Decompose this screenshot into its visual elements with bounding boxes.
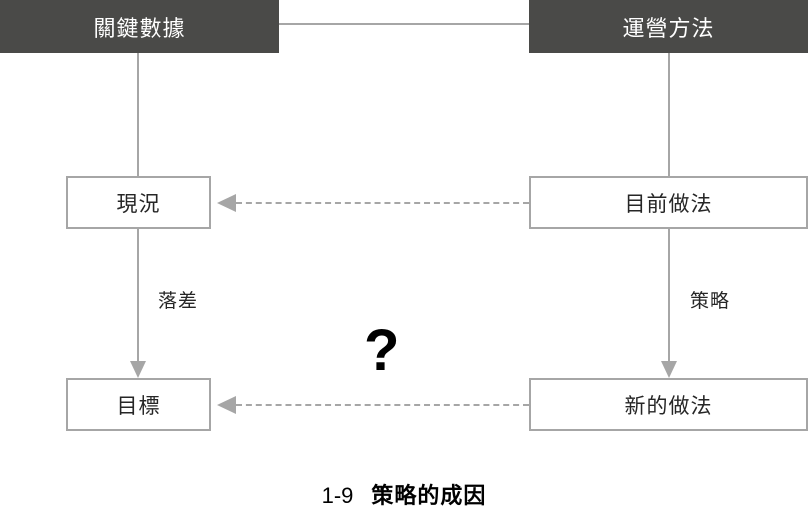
arrowhead-down-right-icon	[661, 361, 677, 378]
node-current-state-label: 現況	[116, 192, 161, 216]
figure-caption-title: 策略的成因	[371, 483, 487, 508]
header-box-key-data-label: 關鍵數據	[93, 15, 186, 41]
connector-dashed-new-practice-to-goal	[236, 404, 529, 406]
node-goal-label: 目標	[116, 394, 161, 418]
header-box-operating-method[interactable]: 運營方法	[529, 0, 808, 53]
node-current-practice[interactable]: 目前做法	[529, 176, 808, 229]
edge-label-gap: 落差	[158, 291, 199, 312]
connector-dashed-current-practice-to-current-state	[236, 202, 529, 204]
arrowhead-left-row2-icon	[217, 396, 236, 414]
connector-current-state-to-goal	[137, 229, 139, 361]
header-box-operating-method-label: 運營方法	[622, 15, 715, 41]
connector-header-bridge	[279, 23, 529, 25]
header-box-key-data[interactable]: 關鍵數據	[0, 0, 279, 53]
connector-right-header-to-current-practice	[668, 53, 670, 176]
connector-left-header-to-current-state	[137, 53, 139, 176]
question-mark-icon: ?	[364, 318, 400, 383]
node-goal[interactable]: 目標	[66, 378, 211, 431]
figure-caption: 1-9 策略的成因	[0, 478, 808, 510]
node-current-state[interactable]: 現況	[66, 176, 211, 229]
node-new-practice-label: 新的做法	[624, 394, 713, 418]
connector-current-practice-to-new-practice	[668, 229, 670, 361]
figure-caption-number: 1-9	[321, 483, 354, 508]
arrowhead-down-left-icon	[130, 361, 146, 378]
arrowhead-left-row1-icon	[217, 194, 236, 212]
node-new-practice[interactable]: 新的做法	[529, 378, 808, 431]
node-current-practice-label: 目前做法	[624, 192, 713, 216]
edge-label-strategy: 策略	[690, 291, 731, 312]
